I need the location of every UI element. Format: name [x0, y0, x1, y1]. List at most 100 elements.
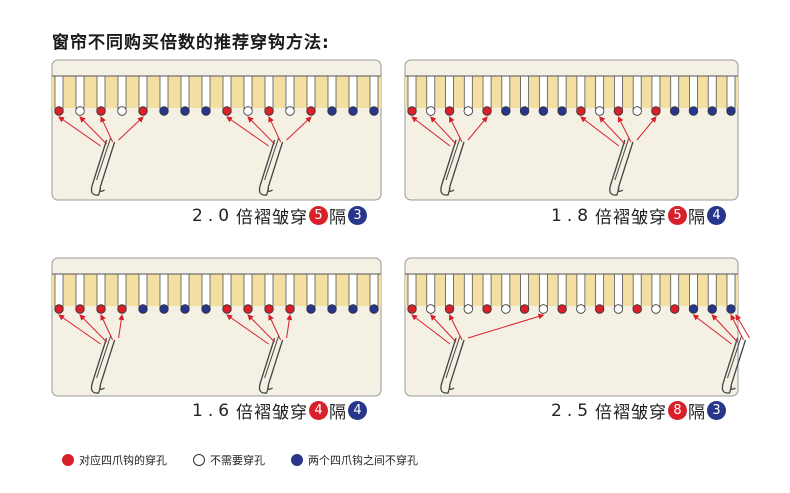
hole-white — [75, 106, 85, 116]
pleat-column — [159, 75, 169, 111]
hook-arrow — [286, 314, 293, 339]
pleat-column — [306, 75, 316, 111]
hook-arrow — [467, 313, 545, 339]
ratio-label: 倍褶皱穿 — [236, 208, 309, 228]
hole-blue — [670, 106, 680, 116]
pleat-column — [595, 75, 605, 111]
hole-red — [407, 304, 417, 314]
hole-white — [117, 106, 127, 116]
four-claw-hook-icon — [411, 116, 488, 196]
four-claw-hook-icon — [411, 313, 545, 394]
pleat-column — [501, 273, 511, 309]
pleat-column — [369, 273, 379, 309]
pleat-column — [159, 273, 169, 309]
hook-arrow — [118, 116, 144, 141]
hole-red — [222, 304, 232, 314]
hook-arrow — [58, 116, 101, 147]
pleat-column — [707, 75, 717, 111]
pleat-column — [689, 75, 698, 111]
hook-arrow — [636, 116, 657, 141]
hole-blue — [327, 106, 337, 116]
pleat-column — [180, 75, 190, 111]
pleat-column — [327, 75, 337, 111]
hook-arrow — [58, 314, 101, 345]
hook-outline — [440, 337, 457, 394]
red-dot-icon — [62, 454, 74, 466]
hook-arrow — [430, 116, 457, 145]
hole-blue — [538, 106, 549, 116]
pleat-column — [117, 75, 127, 111]
pleat-band — [52, 76, 381, 108]
hook-arrow — [449, 314, 463, 341]
gap-label: 隔 — [329, 403, 348, 423]
legend-item-blue: 两个四爪钩之间不穿孔 — [291, 452, 418, 468]
hole-white — [613, 304, 624, 314]
red-count-badge: 5 — [668, 206, 688, 225]
hook-arrow — [598, 116, 626, 145]
hole-blue — [348, 106, 358, 116]
panel-3 — [404, 257, 750, 397]
pleat-column — [54, 273, 64, 309]
hole-white — [538, 304, 549, 314]
hole-red — [243, 304, 253, 314]
pleat-column — [117, 273, 127, 309]
hook-inner — [99, 141, 116, 192]
caption-1-6: 1.6 倍褶皱穿 4 隔 4 — [192, 398, 368, 423]
hole-blue — [180, 106, 190, 116]
panel-0 — [51, 59, 382, 201]
hole-white — [576, 304, 586, 314]
hook-arrow — [411, 314, 451, 345]
pleat-column — [243, 273, 253, 309]
pleat-column — [670, 273, 680, 309]
hole-blue — [501, 106, 511, 116]
four-claw-hook-icon — [58, 116, 144, 196]
hole-red — [285, 304, 295, 314]
hole-white — [426, 304, 436, 314]
hook-prong — [264, 137, 280, 181]
pleat-column — [595, 273, 605, 309]
hook-arrow — [247, 116, 275, 145]
pleat-column — [632, 75, 642, 111]
hook-inner — [267, 141, 284, 192]
legend-label: 不需要穿孔 — [210, 454, 265, 467]
legend: 对应四爪钩的穿孔 不需要穿孔 两个四爪钩之间不穿孔 — [62, 452, 444, 468]
hook-inner — [448, 141, 465, 192]
pleat-column — [520, 75, 529, 111]
hole-red — [96, 304, 106, 314]
hook-arrow — [79, 314, 107, 343]
hook-arrow — [286, 116, 312, 141]
hole-white — [426, 106, 436, 116]
pleat-column — [614, 75, 623, 111]
hook-arrow — [226, 116, 269, 147]
blue-count-badge: 4 — [348, 401, 368, 420]
ratio-label: 倍褶皱穿 — [595, 403, 668, 423]
pleat-column — [96, 273, 106, 309]
ratio-label: 倍褶皱穿 — [236, 403, 309, 423]
pleat-column — [689, 273, 698, 309]
four-claw-hook-icon — [226, 314, 293, 394]
pleat-column — [243, 75, 253, 111]
pleat-column — [306, 273, 316, 309]
hole-red — [407, 106, 417, 116]
pleat-column — [445, 273, 454, 309]
hole-red — [482, 304, 492, 314]
pleat-column — [726, 273, 736, 309]
hook-outline — [258, 337, 276, 394]
pleat-column — [407, 273, 417, 309]
hole-red — [54, 304, 64, 314]
pleat-column — [75, 273, 85, 309]
hook-arrow — [118, 314, 125, 339]
hook-arrow — [430, 314, 457, 343]
caption-2-0: 2.0 倍褶皱穿 5 隔 3 — [192, 203, 368, 228]
hook-arrow — [711, 314, 738, 343]
caption-2-5: 2.5 倍褶皱穿 8 隔 3 — [551, 398, 727, 423]
hook-inner — [448, 339, 465, 390]
hook-outline — [721, 337, 739, 394]
pleat-column — [138, 273, 148, 309]
pleat-column — [201, 273, 211, 309]
hole-red — [96, 106, 106, 116]
legend-label: 两个四爪钩之间不穿孔 — [308, 454, 418, 467]
pleat-column — [369, 75, 379, 111]
hole-white — [243, 106, 253, 116]
